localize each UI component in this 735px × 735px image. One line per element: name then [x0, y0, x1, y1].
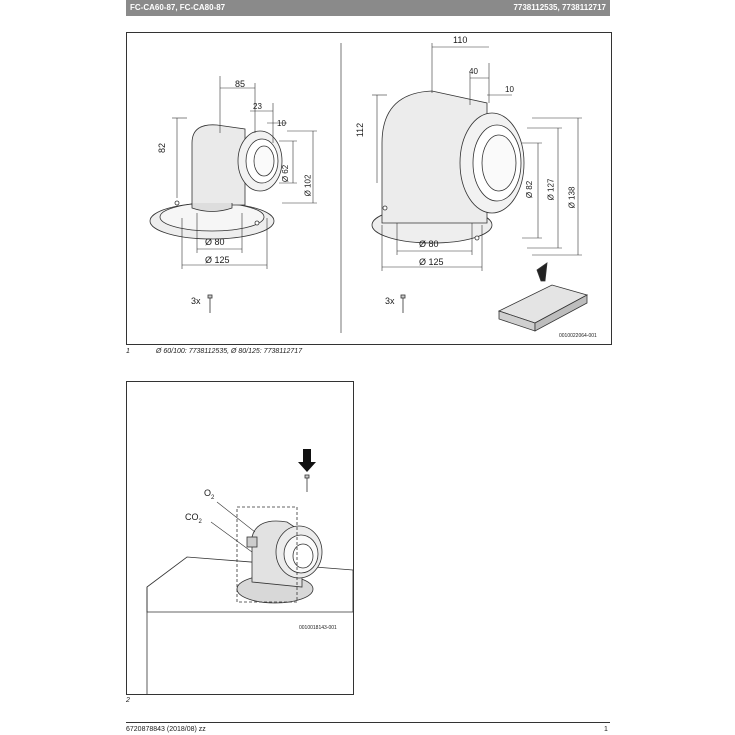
dim-85-label: 85 [235, 79, 246, 89]
dim-40-label: 40 [469, 67, 478, 76]
dim-102-label: Ø 102 [303, 174, 313, 197]
right-screw-icon [400, 294, 406, 313]
footer-doc-id: 6720878843 (2018/08) zz [126, 726, 206, 733]
leader-lines [210, 501, 256, 553]
right-dimension-lines [372, 43, 582, 271]
dim-112-label: 112 [355, 122, 366, 138]
dim-82-label: 82 [157, 142, 168, 154]
header-part-numbers: 7738112535, 7738112717 [513, 3, 606, 12]
dim-80r-label: Ø 80 [419, 239, 439, 249]
dim-23-label: 23 [253, 102, 262, 111]
left-dimension-lines [172, 76, 317, 269]
dim-62-label: Ø 62 [281, 164, 291, 183]
figure-2-code: 0010018143-001 [299, 625, 337, 631]
header-bar: FC-CA60-87, FC-CA80-87 7738112535, 77381… [126, 0, 610, 16]
figure-1-code: 0010022064-001 [559, 333, 597, 339]
dim-80-label: Ø 80 [205, 237, 225, 247]
header-model: FC-CA60-87, FC-CA80-87 [130, 3, 226, 12]
left-screw-icon [207, 294, 213, 313]
figure-1-drawing [149, 43, 589, 333]
dim-10-label: 10 [277, 119, 286, 128]
dim-125-label: Ø 125 [205, 255, 230, 265]
right-elbow-drawing [371, 90, 525, 244]
dim-127-label: Ø 127 [546, 178, 556, 201]
down-arrow-icon [298, 449, 316, 472]
template-tray-icon [497, 262, 589, 332]
co2-label: CO2 [185, 512, 202, 525]
footer-page-number: 1 [604, 726, 608, 733]
left-elbow-drawing [149, 124, 283, 240]
figure-2-number: 2 [126, 697, 130, 704]
figure-2-frame: O2 CO2 0010018143-001 [126, 381, 354, 695]
footer-rule [126, 722, 610, 723]
installed-elbow-drawing [236, 506, 323, 604]
screw-icon [304, 474, 310, 492]
o2-label: O2 [204, 488, 215, 501]
screw-count-right: 3x [385, 296, 395, 306]
screw-count-left: 3x [191, 296, 201, 306]
dim-10r-label: 10 [505, 85, 514, 94]
figure-2-drawing [146, 449, 353, 694]
figure-1-caption: Ø 60/100: 7738112535, Ø 80/125: 77381127… [156, 348, 303, 355]
figure-1-frame: 85 23 10 82 Ø 62 Ø 102 Ø 80 Ø 125 3x 110… [126, 32, 612, 345]
dim-110-label: 110 [453, 35, 468, 45]
figure-1-number: 1 [126, 348, 130, 355]
dim-138-label: Ø 138 [567, 186, 577, 209]
dim-82r-label: Ø 82 [525, 180, 535, 199]
dim-125r-label: Ø 125 [419, 257, 444, 267]
